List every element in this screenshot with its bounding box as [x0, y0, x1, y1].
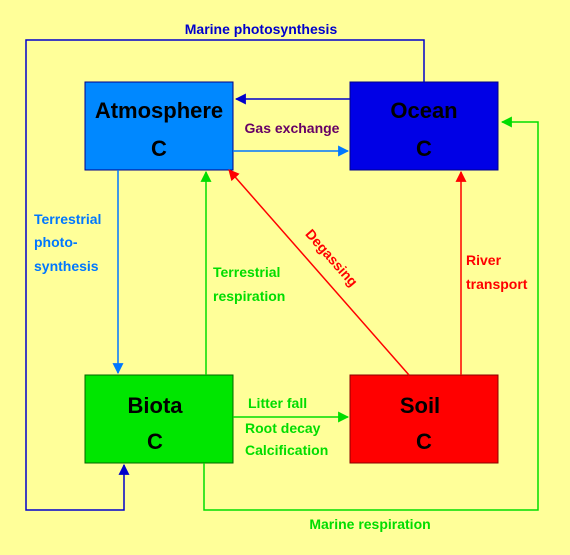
calcification-label: Calcification [245, 442, 328, 458]
soil-box: Soil C [349, 374, 499, 464]
root-decay-label: Root decay [245, 420, 321, 436]
marine-photosynthesis-arrow [25, 39, 425, 511]
terrestrial-photosynthesis-line-2: photo- [34, 234, 78, 250]
terrestrial-photosynthesis-line-1: Terrestrial [34, 211, 101, 227]
terrestrial-respiration-line-2: respiration [213, 288, 285, 304]
terrestrial-respiration-label: Terrestrial respiration [213, 264, 285, 304]
degassing-arrow [228, 169, 410, 376]
terrestrial-photosynthesis-label: Terrestrial photo- synthesis [34, 211, 105, 274]
terrestrial-respiration-line-1: Terrestrial [213, 264, 280, 280]
atmosphere-title: Atmosphere [95, 98, 223, 123]
gas-exchange-label: Gas exchange [245, 120, 340, 136]
ocean-title: Ocean [390, 98, 457, 123]
atmosphere-box: Atmosphere C [84, 81, 234, 171]
ocean-carbon-label: C [416, 136, 432, 161]
river-transport-line-1: River [466, 252, 502, 268]
degassing-label: Degassing [302, 226, 361, 290]
atmosphere-carbon-label: C [151, 136, 167, 161]
soil-title: Soil [400, 393, 440, 418]
biota-box: Biota C [84, 374, 234, 464]
biota-carbon-label: C [147, 429, 163, 454]
terrestrial-photosynthesis-line-3: synthesis [34, 258, 99, 274]
river-transport-line-2: transport [466, 276, 528, 292]
soil-carbon-label: C [416, 429, 432, 454]
marine-photosynthesis-label: Marine photosynthesis [185, 21, 338, 37]
marine-respiration-label: Marine respiration [309, 516, 430, 532]
marine-respiration-arrow [203, 116, 539, 511]
ocean-box: Ocean C [349, 81, 499, 171]
biota-title: Biota [128, 393, 184, 418]
river-transport-label: River transport [466, 252, 528, 292]
litter-fall-label: Litter fall [248, 395, 307, 411]
